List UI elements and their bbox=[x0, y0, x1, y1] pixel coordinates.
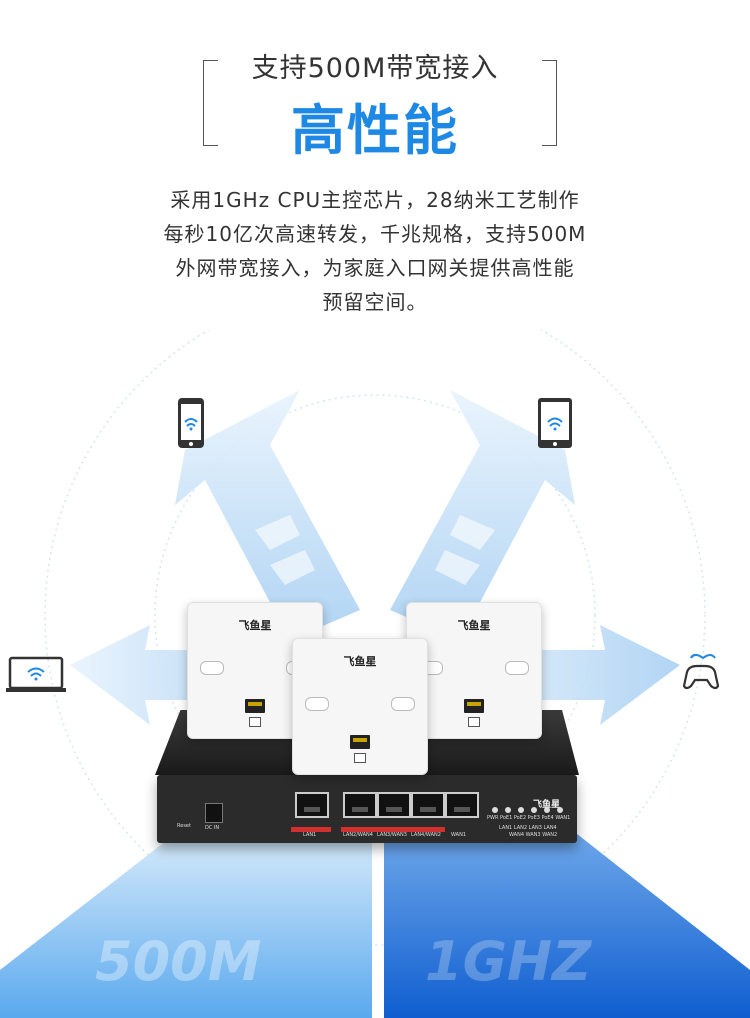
description-line: 采用1GHz CPU主控芯片，28纳米工艺制作 bbox=[170, 188, 580, 212]
lan4-label: LAN4/WAN2 bbox=[411, 832, 441, 838]
page-subtitle: 支持500M带宽接入 bbox=[251, 53, 499, 84]
bracket-left bbox=[203, 60, 218, 146]
ethernet-port-icon bbox=[245, 699, 265, 713]
description-line: 每秒10亿次高速转发，千兆规格，支持500M bbox=[163, 222, 587, 246]
panel-brand: 飞鱼星 bbox=[457, 619, 491, 632]
wall-ap-right: 飞鱼星 bbox=[406, 602, 542, 739]
watermark-left: 500M bbox=[95, 930, 261, 993]
wall-ap-center: 飞鱼星 bbox=[292, 638, 428, 775]
beam-right bbox=[384, 830, 750, 1018]
description-line: 外网带宽接入，为家庭入口网关提供高性能 bbox=[175, 256, 575, 280]
smartphone-icon bbox=[178, 398, 204, 448]
wan1-port bbox=[445, 792, 479, 818]
router: Reset DC IN LAN1 LAN2/WAN4 LAN3/WAN3 LAN… bbox=[155, 710, 579, 843]
page-title: 高性能 bbox=[291, 99, 459, 162]
gamepad-icon bbox=[682, 653, 720, 690]
arrow-up-left bbox=[175, 390, 360, 640]
led-labels-row3: WAN4 WAN3 WAN2 bbox=[509, 832, 558, 838]
led-labels-row1: PWR PoE1 PoE2 PoE3 PoE4 WAN1 bbox=[487, 815, 571, 821]
tablet-icon bbox=[538, 398, 572, 448]
lan2-port bbox=[343, 792, 377, 818]
laptop-icon bbox=[6, 656, 66, 692]
ethernet-port-icon bbox=[464, 699, 484, 713]
lan1-label: LAN1 bbox=[303, 832, 317, 838]
phone-jack-icon bbox=[249, 717, 261, 727]
reset-label: Reset bbox=[177, 823, 191, 829]
led-labels-row2: LAN1 LAN2 LAN3 LAN4 bbox=[499, 825, 557, 831]
watermark-right: 1GHZ bbox=[425, 930, 592, 993]
panel-slot bbox=[391, 697, 415, 711]
status-led bbox=[505, 807, 511, 813]
panel-brand: 飞鱼星 bbox=[343, 655, 377, 668]
panel-brand: 飞鱼星 bbox=[238, 619, 272, 632]
wan1-label: WAN1 bbox=[451, 832, 467, 838]
dc-jack bbox=[205, 803, 223, 823]
coverage-rings bbox=[44, 330, 706, 946]
lan3-label: LAN3/WAN3 bbox=[377, 832, 407, 838]
chevrons bbox=[255, 515, 495, 585]
panel-slot bbox=[505, 661, 529, 675]
phone-jack-icon bbox=[354, 753, 366, 763]
panel-slot bbox=[305, 697, 329, 711]
panel-slot bbox=[200, 661, 224, 675]
lan2-label: LAN2/WAN4 bbox=[343, 832, 373, 838]
lan-redbar bbox=[341, 827, 445, 832]
dcin-label: DC IN bbox=[205, 825, 220, 831]
bracket-right bbox=[542, 60, 557, 146]
status-led bbox=[492, 807, 498, 813]
network-illustration: 500M 1GHZ bbox=[0, 330, 750, 1018]
arrow-up-right bbox=[390, 390, 575, 640]
lan3-port bbox=[377, 792, 411, 818]
status-led bbox=[544, 807, 550, 813]
description-line: 预留空间。 bbox=[322, 290, 428, 314]
status-led bbox=[557, 807, 563, 813]
lan4-port bbox=[411, 792, 445, 818]
beam-left bbox=[0, 830, 372, 1018]
phone-jack-icon bbox=[468, 717, 480, 727]
lan1-port bbox=[295, 792, 329, 818]
router-brand: 飞鱼星 bbox=[533, 800, 561, 810]
description: 采用1GHz CPU主控芯片，28纳米工艺制作 每秒10亿次高速转发，千兆规格，… bbox=[0, 183, 750, 319]
status-led bbox=[531, 807, 537, 813]
lan1-redbar bbox=[291, 827, 331, 832]
ethernet-port-icon bbox=[350, 735, 370, 749]
status-led bbox=[518, 807, 524, 813]
